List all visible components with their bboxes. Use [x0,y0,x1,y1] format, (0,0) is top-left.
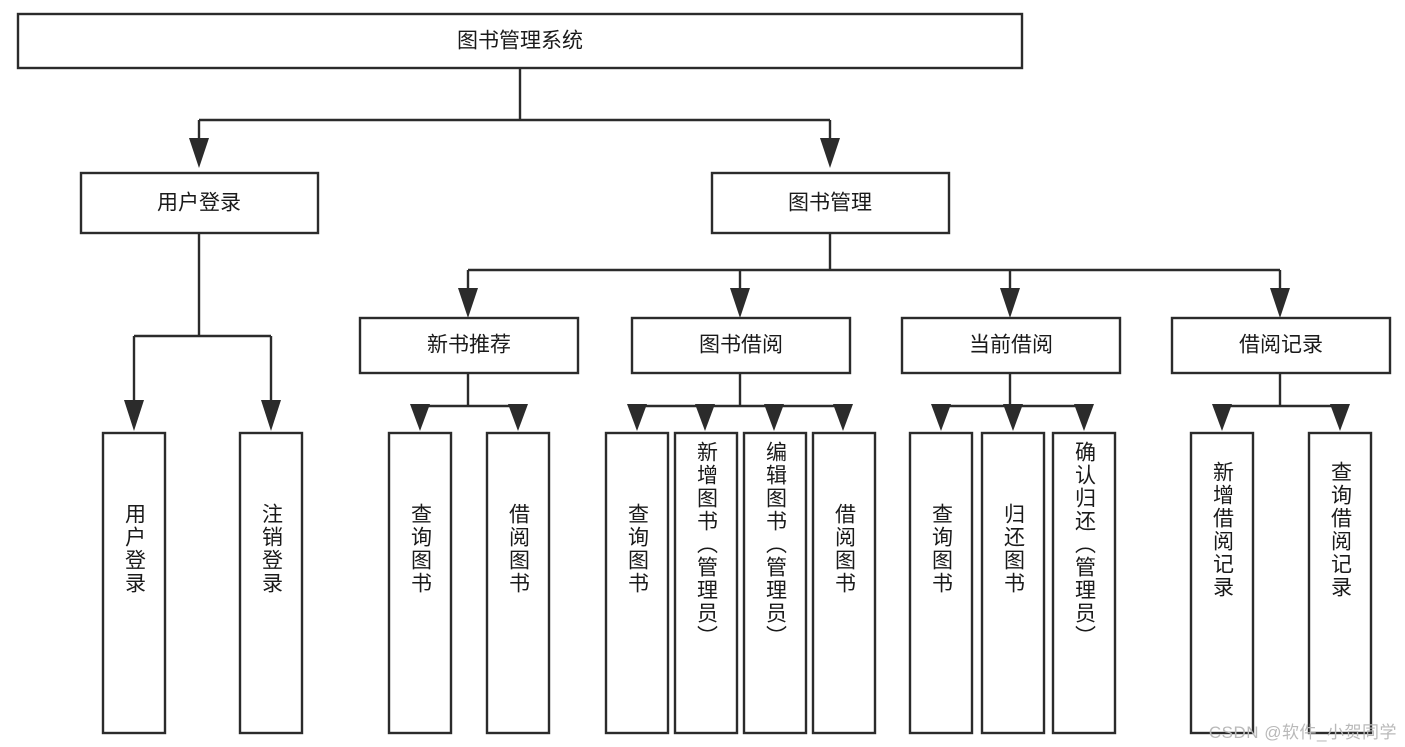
arrow-book-borrow-leaf-4 [833,404,853,431]
arrow-borrow-record-leaf-1 [1212,404,1232,431]
leaf-box-user-login[interactable] [101,431,167,735]
arrow-user-login-leaf-1 [124,400,144,431]
arrow-current-borrow-leaf-2 [1003,404,1023,431]
node-book-manage-label: 图书管理 [788,192,872,215]
node-new-book-recommend[interactable]: 新书推荐 [358,316,580,375]
node-current-borrow[interactable]: 当前借阅 [900,316,1122,375]
arrow-book-manage-to-new-book [458,288,478,318]
leaf-box-query-borrow-record[interactable] [1307,431,1373,735]
leaf-box-add-book-admin[interactable] [673,431,739,735]
node-root-label: 图书管理系统 [457,30,583,53]
leaf-box-query-book-recommend[interactable] [387,431,453,735]
node-new-book-recommend-label: 新书推荐 [427,334,511,357]
arrow-book-manage-to-current-borrow [1000,288,1020,318]
leaf-box-query-book-borrow[interactable] [604,431,670,735]
connector-layer [124,68,1350,431]
arrow-root-to-book-manage [820,138,840,168]
node-borrow-record-box[interactable] [1170,316,1392,375]
leaf-box-layer [101,431,1373,735]
arrow-book-manage-to-book-borrow [730,288,750,318]
arrow-borrow-record-leaf-2 [1330,404,1350,431]
leaf-box-logout[interactable] [238,431,304,735]
node-root[interactable]: 图书管理系统 [16,12,1024,70]
arrow-book-manage-to-borrow-record [1270,288,1290,318]
arrow-book-borrow-leaf-3 [764,404,784,431]
node-book-manage-box[interactable] [710,171,951,235]
node-current-borrow-label: 当前借阅 [969,334,1053,357]
leaf-box-query-book-current[interactable] [908,431,974,735]
node-current-borrow-box[interactable] [900,316,1122,375]
node-user-login-box[interactable] [79,171,320,235]
arrow-root-to-user-login [189,138,209,168]
node-book-manage[interactable]: 图书管理 [710,171,951,235]
node-book-borrow-box[interactable] [630,316,852,375]
arrow-new-book-leaf-1 [410,404,430,431]
node-user-login[interactable]: 用户登录 [79,171,320,235]
arrow-user-login-leaf-2 [261,400,281,431]
arrow-current-borrow-leaf-3 [1074,404,1094,431]
arrow-book-borrow-leaf-1 [627,404,647,431]
arrow-current-borrow-leaf-1 [931,404,951,431]
node-book-borrow-label: 图书借阅 [699,334,783,357]
leaf-box-return-book[interactable] [980,431,1046,735]
node-borrow-record[interactable]: 借阅记录 [1170,316,1392,375]
leaf-box-borrow-book[interactable] [811,431,877,735]
leaf-box-edit-book-admin[interactable] [742,431,808,735]
node-root-box[interactable] [16,12,1024,70]
leaf-box-confirm-return-admin[interactable] [1051,431,1117,735]
arrow-new-book-leaf-2 [508,404,528,431]
arrow-book-borrow-leaf-2 [695,404,715,431]
leaf-box-borrow-book-recommend[interactable] [485,431,551,735]
node-user-login-label: 用户登录 [157,192,241,215]
leaf-box-add-borrow-record[interactable] [1189,431,1255,735]
node-new-book-recommend-box[interactable] [358,316,580,375]
node-borrow-record-label: 借阅记录 [1239,334,1323,357]
watermark-text: CSDN @软件_小贺同学 [1208,723,1397,742]
node-book-borrow[interactable]: 图书借阅 [630,316,852,375]
